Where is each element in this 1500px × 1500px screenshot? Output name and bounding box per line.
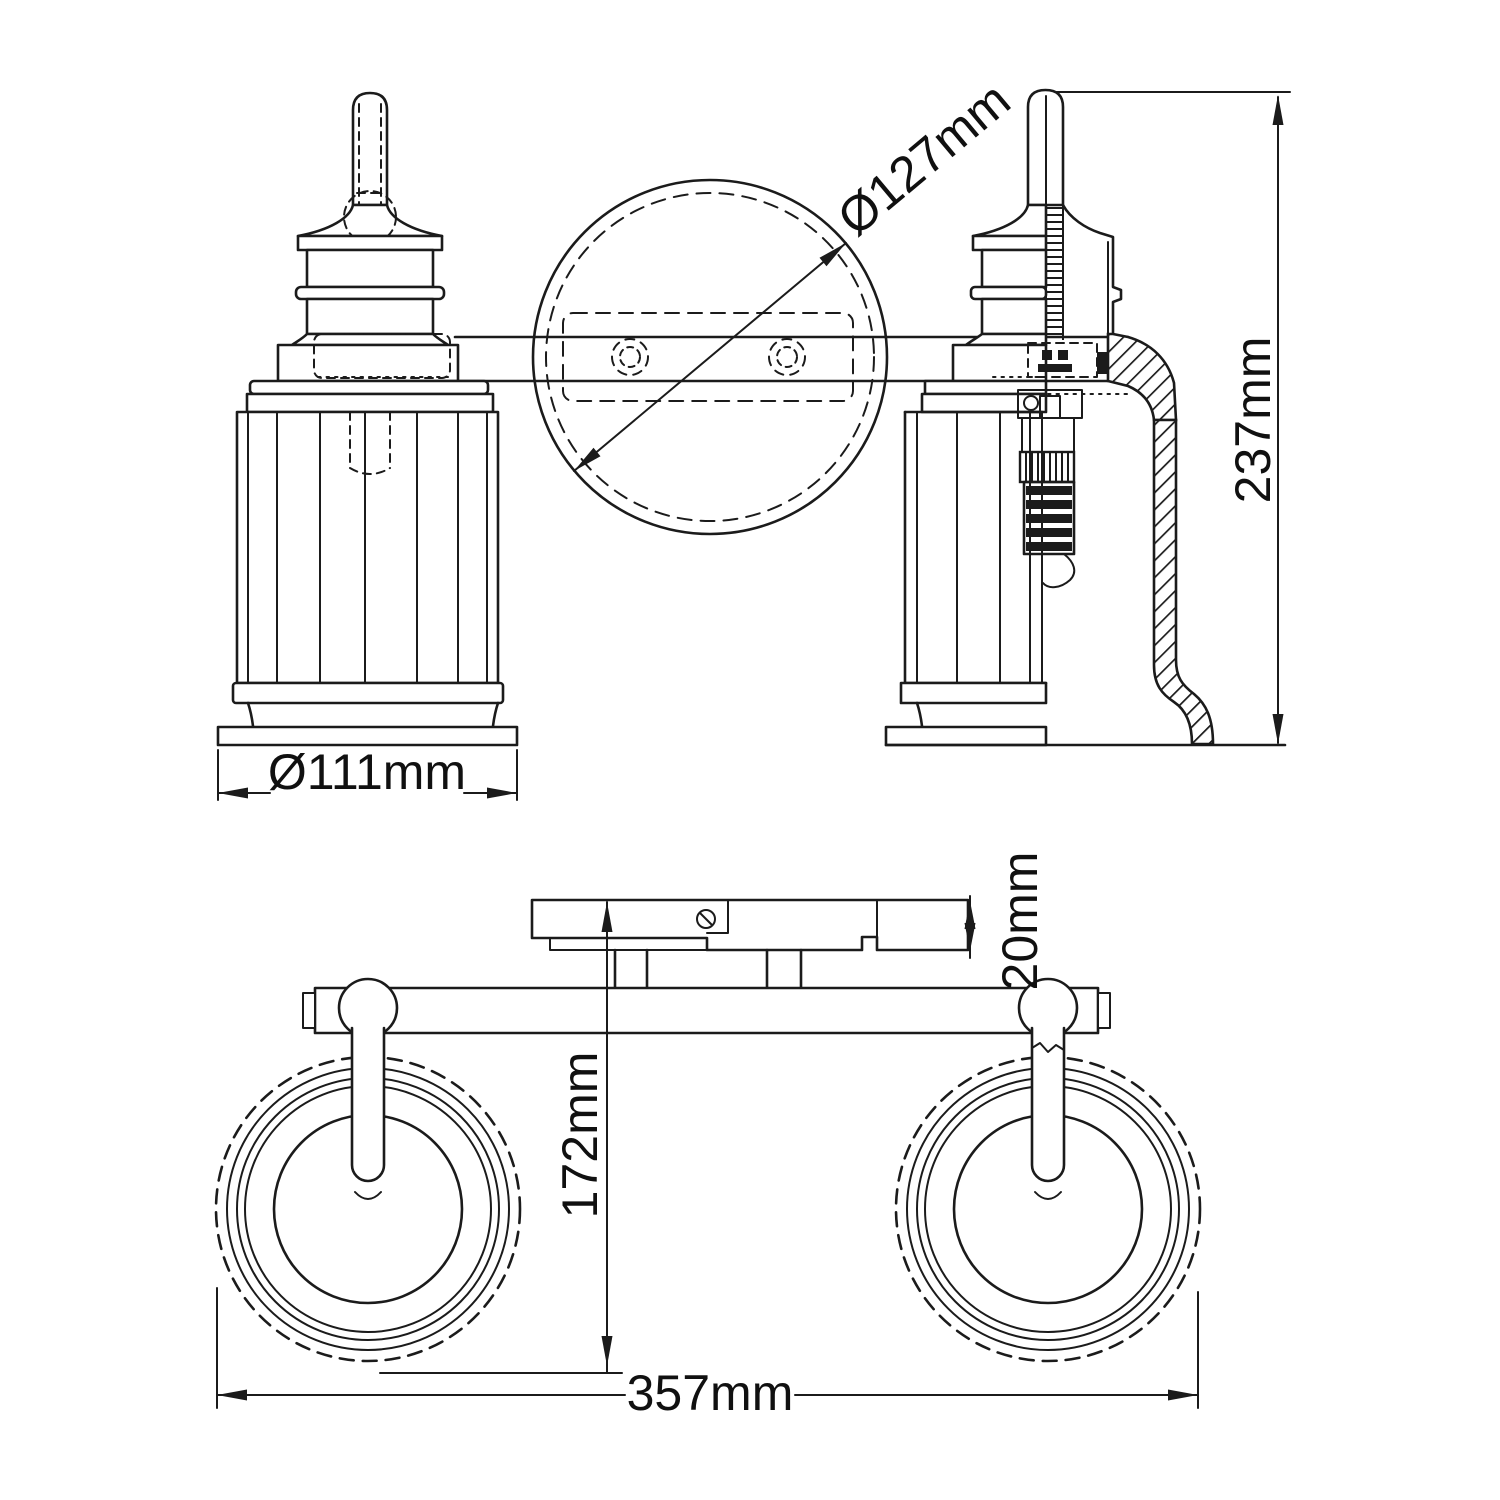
plan-view: 172mm 20mm 357mm [214, 852, 1202, 1421]
projection-label: 172mm [552, 1052, 608, 1219]
stem-left [350, 1026, 386, 1200]
shade-diameter-label: Ø111mm [268, 744, 466, 800]
backplate-circle [531, 178, 889, 536]
backplate-depth-label: 20mm [992, 852, 1048, 991]
terminal-block [1027, 342, 1098, 378]
dim-overall-height: 237mm [1054, 91, 1291, 744]
glass-shade [235, 410, 500, 685]
backplate-screw [696, 909, 716, 929]
stem-right [1030, 1026, 1066, 1200]
dim-overall-width: 357mm [216, 1287, 1199, 1421]
section-profile [1061, 203, 1123, 336]
lamp-holder-section [1017, 389, 1083, 589]
dim-shade-diameter: Ø111mm [217, 744, 518, 801]
dim-backplate-depth: 20mm [964, 852, 1048, 991]
dim-projection: 172mm [379, 901, 623, 1374]
mounting-bracket-hidden [562, 312, 854, 402]
screw-hole-right [768, 338, 806, 376]
overall-width-label: 357mm [627, 1365, 794, 1421]
arm-bar [302, 986, 1111, 1035]
screw-hole-left [611, 338, 649, 376]
shade-base-ring [216, 725, 519, 747]
overall-height-label: 237mm [1225, 337, 1281, 504]
hidden-ball-joint [343, 190, 397, 244]
right-lamp-section [884, 88, 1287, 747]
candle-tube [351, 91, 389, 207]
shade-gallery [276, 343, 460, 383]
left-lamp [216, 91, 519, 747]
